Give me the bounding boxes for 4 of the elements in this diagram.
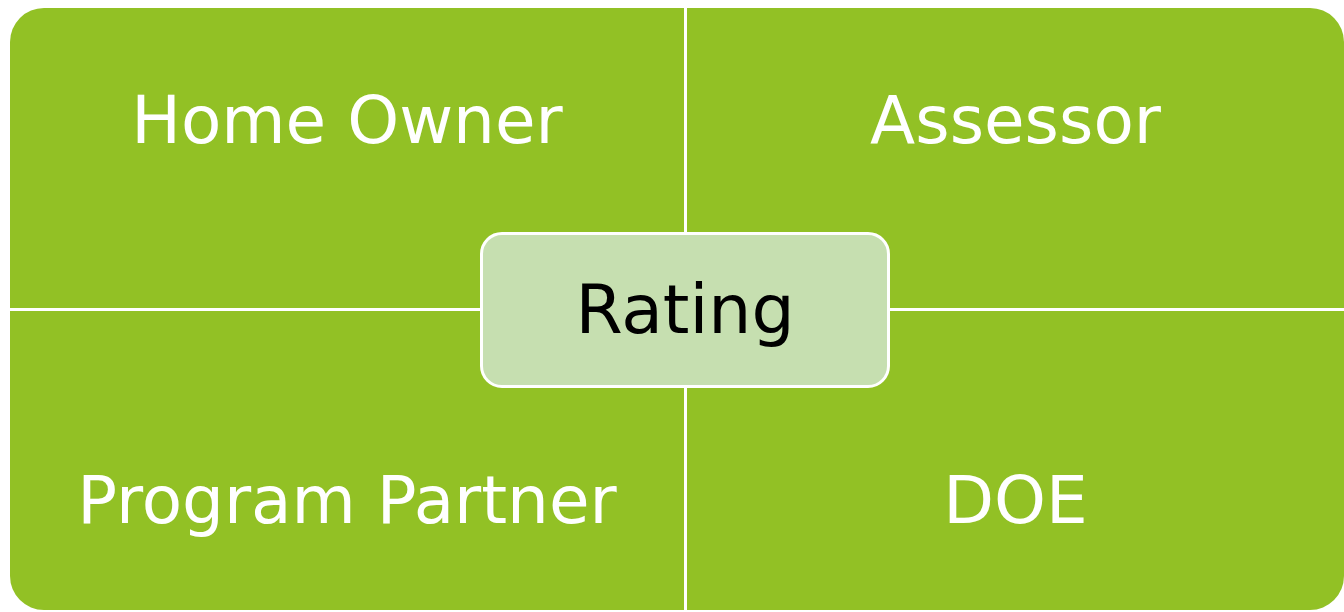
quadrant-label: Assessor (870, 88, 1161, 154)
center-box (480, 232, 890, 388)
quadrant-label: Home Owner (131, 88, 563, 154)
quadrant-label: DOE (943, 468, 1088, 534)
